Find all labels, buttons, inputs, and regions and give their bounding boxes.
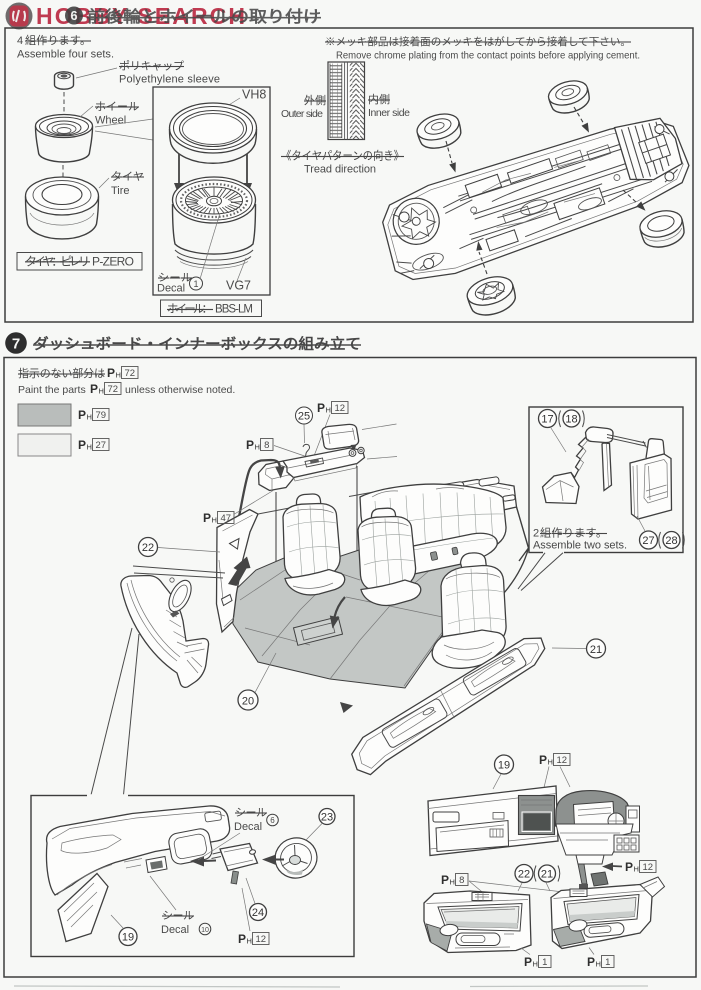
- svg-text:P: P: [90, 382, 98, 396]
- svg-text:47: 47: [221, 513, 232, 524]
- svg-text:前後輪とホイールの取り付け: 前後輪とホイールの取り付け: [87, 7, 321, 26]
- svg-text:H: H: [247, 937, 252, 946]
- svg-text:シール: シール: [235, 807, 267, 819]
- svg-text:Decal: Decal: [234, 821, 262, 833]
- svg-text:P: P: [625, 860, 633, 874]
- svg-text:1: 1: [605, 957, 610, 968]
- svg-text:1: 1: [542, 957, 547, 968]
- svg-text:18: 18: [565, 414, 577, 426]
- svg-text:19: 19: [122, 932, 134, 944]
- svg-text:4: 4: [17, 35, 23, 47]
- svg-text:Remove chrome plating from the: Remove chrome plating from the contact p…: [336, 50, 640, 62]
- svg-text:28: 28: [665, 535, 677, 547]
- svg-text:ホイール: ホイール: [95, 100, 139, 113]
- svg-text:P: P: [78, 408, 86, 422]
- svg-text:H: H: [634, 865, 639, 874]
- svg-text:H: H: [450, 878, 455, 887]
- svg-text:《タイヤパターンの向き》: 《タイヤパターンの向き》: [281, 149, 404, 163]
- svg-text:H: H: [596, 960, 601, 969]
- svg-text:ポリキャップ: ポリキャップ: [119, 60, 184, 73]
- svg-text:ダッシュボード・インナーボックスの組み立て: ダッシュボード・インナーボックスの組み立て: [33, 335, 361, 353]
- svg-text:組作ります。: 組作ります。: [540, 527, 607, 540]
- svg-text:12: 12: [256, 934, 267, 945]
- svg-text:6: 6: [270, 816, 275, 825]
- svg-text:Paint the parts: Paint the parts: [18, 384, 86, 396]
- svg-text:H: H: [533, 960, 538, 969]
- svg-text:24: 24: [252, 907, 264, 919]
- svg-text:Tire: Tire: [111, 185, 130, 197]
- svg-text:P: P: [107, 366, 115, 380]
- svg-text:タイヤ: タイヤ: [111, 170, 144, 183]
- svg-text:VH8: VH8: [242, 88, 266, 102]
- svg-text:P-ZERO: P-ZERO: [92, 255, 134, 269]
- svg-text:27: 27: [642, 535, 654, 547]
- svg-text:シール: シール: [158, 272, 192, 284]
- svg-text:指示のない部分は: 指示のない部分は: [18, 366, 105, 380]
- svg-text:72: 72: [125, 368, 136, 379]
- svg-text:22: 22: [518, 869, 530, 881]
- svg-text:H: H: [87, 443, 92, 452]
- svg-text:27: 27: [96, 440, 107, 451]
- svg-text:17: 17: [541, 414, 553, 426]
- svg-text:P: P: [78, 438, 86, 452]
- svg-text:1: 1: [193, 279, 198, 289]
- svg-text:P: P: [441, 873, 449, 887]
- svg-text:8: 8: [459, 875, 464, 886]
- svg-text:20: 20: [242, 696, 254, 708]
- svg-text:7: 7: [12, 336, 20, 353]
- svg-text:23: 23: [321, 812, 333, 824]
- svg-text:外側: 外側: [304, 94, 326, 107]
- svg-text:72: 72: [108, 384, 119, 395]
- svg-text:P: P: [246, 438, 254, 452]
- svg-text:12: 12: [643, 862, 654, 873]
- svg-text:Assemble two sets.: Assemble two sets.: [533, 540, 627, 552]
- svg-text:VG7: VG7: [226, 279, 251, 293]
- svg-text:unless otherwise noted.: unless otherwise noted.: [125, 384, 235, 396]
- svg-text:タイヤ：ピレリ: タイヤ：ピレリ: [25, 255, 90, 269]
- svg-text:Polyethylene sleeve: Polyethylene sleeve: [119, 74, 220, 86]
- svg-text:2: 2: [533, 528, 539, 540]
- svg-text:H: H: [87, 413, 92, 422]
- svg-text:6: 6: [70, 8, 77, 23]
- svg-text:P: P: [587, 955, 595, 969]
- svg-text:25: 25: [298, 411, 310, 423]
- svg-text:H: H: [255, 443, 260, 452]
- svg-text:79: 79: [96, 410, 107, 421]
- svg-text:Decal: Decal: [157, 283, 185, 295]
- svg-text:21: 21: [590, 644, 602, 656]
- svg-text:BBS-LM: BBS-LM: [215, 304, 253, 316]
- svg-text:Outer side: Outer side: [281, 108, 323, 120]
- svg-text:Tread direction: Tread direction: [304, 164, 376, 176]
- svg-text:19: 19: [498, 760, 510, 772]
- svg-text:10: 10: [201, 927, 209, 934]
- svg-text:Assemble four sets.: Assemble four sets.: [17, 49, 114, 61]
- svg-text:21: 21: [541, 869, 553, 881]
- svg-text:H: H: [548, 758, 553, 767]
- svg-text:H: H: [99, 387, 104, 396]
- svg-text:Inner side: Inner side: [368, 107, 410, 119]
- svg-text:H: H: [212, 516, 217, 525]
- svg-text:P: P: [317, 401, 325, 415]
- svg-text:P: P: [539, 753, 547, 767]
- svg-text:P: P: [203, 511, 211, 525]
- svg-text:ホイール：: ホイール：: [167, 303, 213, 316]
- svg-text:Decal: Decal: [161, 924, 189, 936]
- svg-text:P: P: [524, 955, 532, 969]
- svg-text:内側: 内側: [368, 92, 390, 106]
- svg-text:H: H: [326, 406, 331, 415]
- svg-text:12: 12: [557, 755, 568, 766]
- svg-text:H: H: [116, 371, 121, 380]
- svg-text:シール: シール: [162, 910, 194, 922]
- svg-text:P: P: [238, 932, 246, 946]
- svg-text:12: 12: [335, 403, 346, 414]
- svg-text:8: 8: [264, 440, 269, 451]
- svg-text:22: 22: [142, 542, 154, 554]
- svg-text:組作ります。: 組作ります。: [25, 34, 91, 47]
- svg-text:※メッキ部品は接着面のメッキをはがしてから接着して下さい。: ※メッキ部品は接着面のメッキをはがしてから接着して下さい。: [325, 35, 631, 48]
